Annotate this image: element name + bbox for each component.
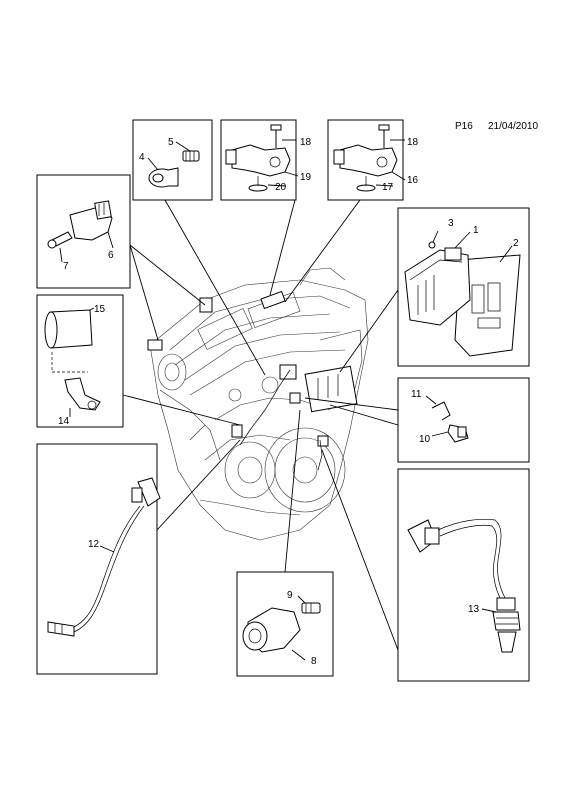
callout-15: 15 [94, 304, 106, 315]
box-item-13: 13 [397, 468, 530, 682]
box-items-10-11: 11 10 [397, 377, 530, 463]
box-items-18-19-20: 18 19 20 [220, 119, 312, 201]
callout-9: 9 [287, 590, 293, 601]
leader-lines [122, 199, 399, 651]
callout-5: 5 [168, 137, 174, 148]
callout-7: 7 [63, 261, 69, 272]
box-items-4-5: 5 4 [132, 119, 213, 201]
box-items-6-7: 6 7 [36, 174, 131, 289]
box-items-16-17-18: 18 16 17 [327, 119, 419, 201]
callout-2: 2 [513, 238, 519, 249]
callout-11: 11 [411, 389, 422, 400]
page-date: 21/04/2010 [488, 121, 539, 132]
box-items-1-2-3: 3 1 2 [397, 207, 530, 367]
callout-13: 13 [468, 604, 480, 615]
callout-4: 4 [139, 152, 145, 163]
box-items-8-9: 9 8 [236, 571, 334, 677]
callout-19: 19 [300, 172, 312, 183]
callout-6: 6 [108, 250, 114, 261]
callout-16: 16 [407, 175, 419, 186]
callout-10: 10 [419, 434, 431, 445]
box-item-12: 12 [36, 443, 161, 675]
box-items-14-15: 15 14 [36, 294, 124, 428]
callout-8: 8 [311, 656, 317, 667]
engine-assembly [147, 267, 369, 541]
callout-3: 3 [448, 218, 454, 229]
callout-12: 12 [88, 539, 100, 550]
callout-18a: 18 [300, 137, 312, 148]
page-code: P16 [455, 121, 473, 132]
callout-17: 17 [382, 182, 394, 193]
callout-14: 14 [58, 416, 70, 427]
callout-18b: 18 [407, 137, 419, 148]
callout-20: 20 [275, 182, 287, 193]
callout-1: 1 [473, 225, 479, 236]
